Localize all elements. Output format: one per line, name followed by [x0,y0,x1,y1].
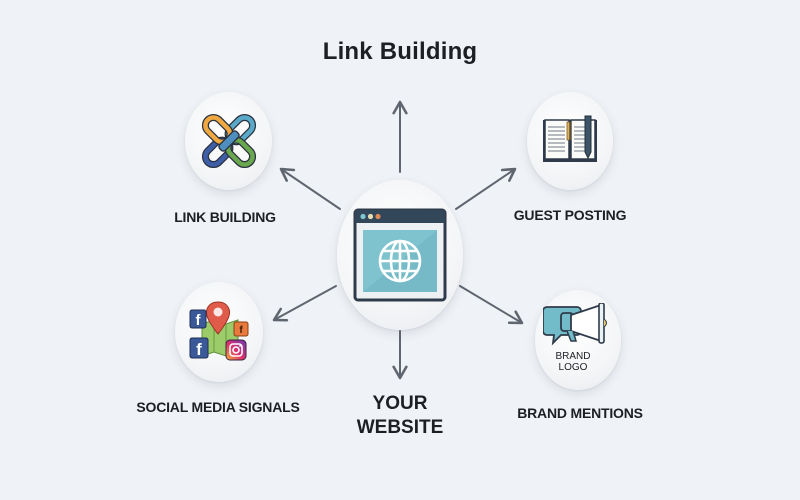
chain-links-icon [201,113,256,169]
node-social-media-signals: f f f [175,282,263,382]
brand-icon-group: BRAND LOGO [543,303,613,377]
svg-text:f: f [196,340,202,359]
label-guest-posting: GUEST POSTING [513,207,627,223]
label-brand-mentions: BRAND MENTIONS [517,405,643,421]
arrow-down-left [272,285,337,322]
center-label-line2: WEBSITE [356,417,444,438]
open-book-pen-icon [543,115,597,162]
arrow-up-left [279,167,341,210]
arrow-down-right [459,285,524,325]
diagram-title: Link Building [322,38,478,65]
center-label-line1: YOUR [372,393,428,414]
center-label: YOUR WEBSITE [340,392,460,440]
label-social-media-signals: SOCIAL MEDIA SIGNALS [136,399,300,415]
node-link-building [185,92,272,190]
svg-text:f: f [239,325,243,336]
social-media-map-icon: f f f [189,301,249,361]
brand-logo-text: BRAND LOGO [553,351,593,373]
browser-globe-icon [353,208,447,302]
node-brand-mentions: BRAND LOGO [535,290,621,390]
brand-logo-line2: LOGO [558,362,588,373]
arrow-up-right [455,167,517,210]
brand-logo-line1: BRAND [555,351,591,362]
megaphone-speech-icon [543,303,607,346]
center-node-your-website [337,180,463,330]
svg-text:f: f [196,312,202,329]
node-guest-posting [527,92,613,190]
label-link-building: LINK BUILDING [174,209,276,225]
